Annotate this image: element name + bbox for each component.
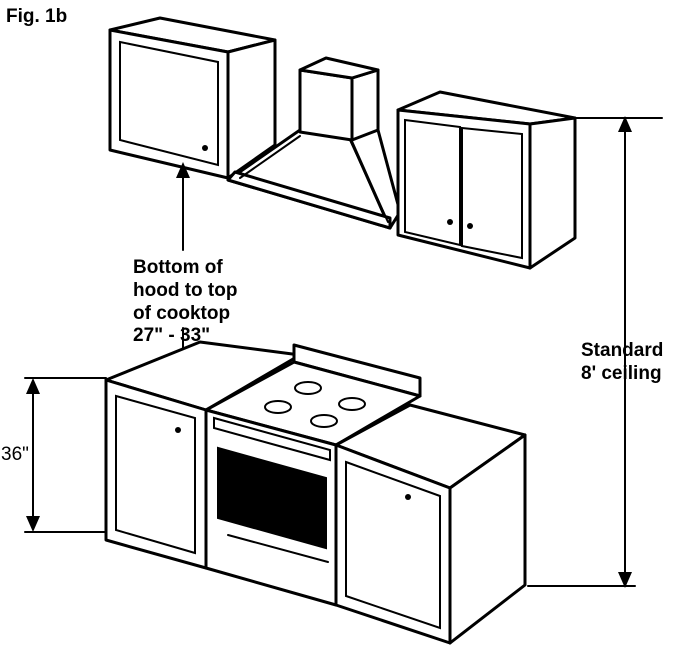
hood-label-line: Bottom of (133, 257, 223, 278)
hood-height-label: Bottom of hood to top of cooktop 27" - 3… (133, 257, 237, 348)
hood-label-line: of cooktop (133, 302, 231, 324)
counter-height-label: 36" (1, 444, 29, 465)
figure-label: Fig. 1b (6, 6, 68, 27)
knob-icon (175, 427, 181, 433)
ceiling-label-line: 8' ceiling (581, 362, 662, 384)
stove (204, 343, 422, 607)
knob-icon (447, 219, 453, 225)
lower-left-cabinet (104, 340, 302, 570)
upper-left-cabinet (108, 16, 277, 180)
upper-right-cabinet (396, 90, 577, 270)
knob-icon (405, 494, 411, 500)
hood-label-line: hood to top (133, 279, 238, 301)
range-hood (226, 56, 402, 230)
ceiling-label-line: Standard (581, 340, 664, 361)
knob-icon (202, 145, 208, 151)
knob-icon (467, 223, 473, 229)
hood-label-line: 27" - 33" (133, 325, 211, 347)
ceiling-height-label: Standard 8' ceiling (581, 340, 663, 386)
lower-right-cabinet (334, 403, 527, 645)
